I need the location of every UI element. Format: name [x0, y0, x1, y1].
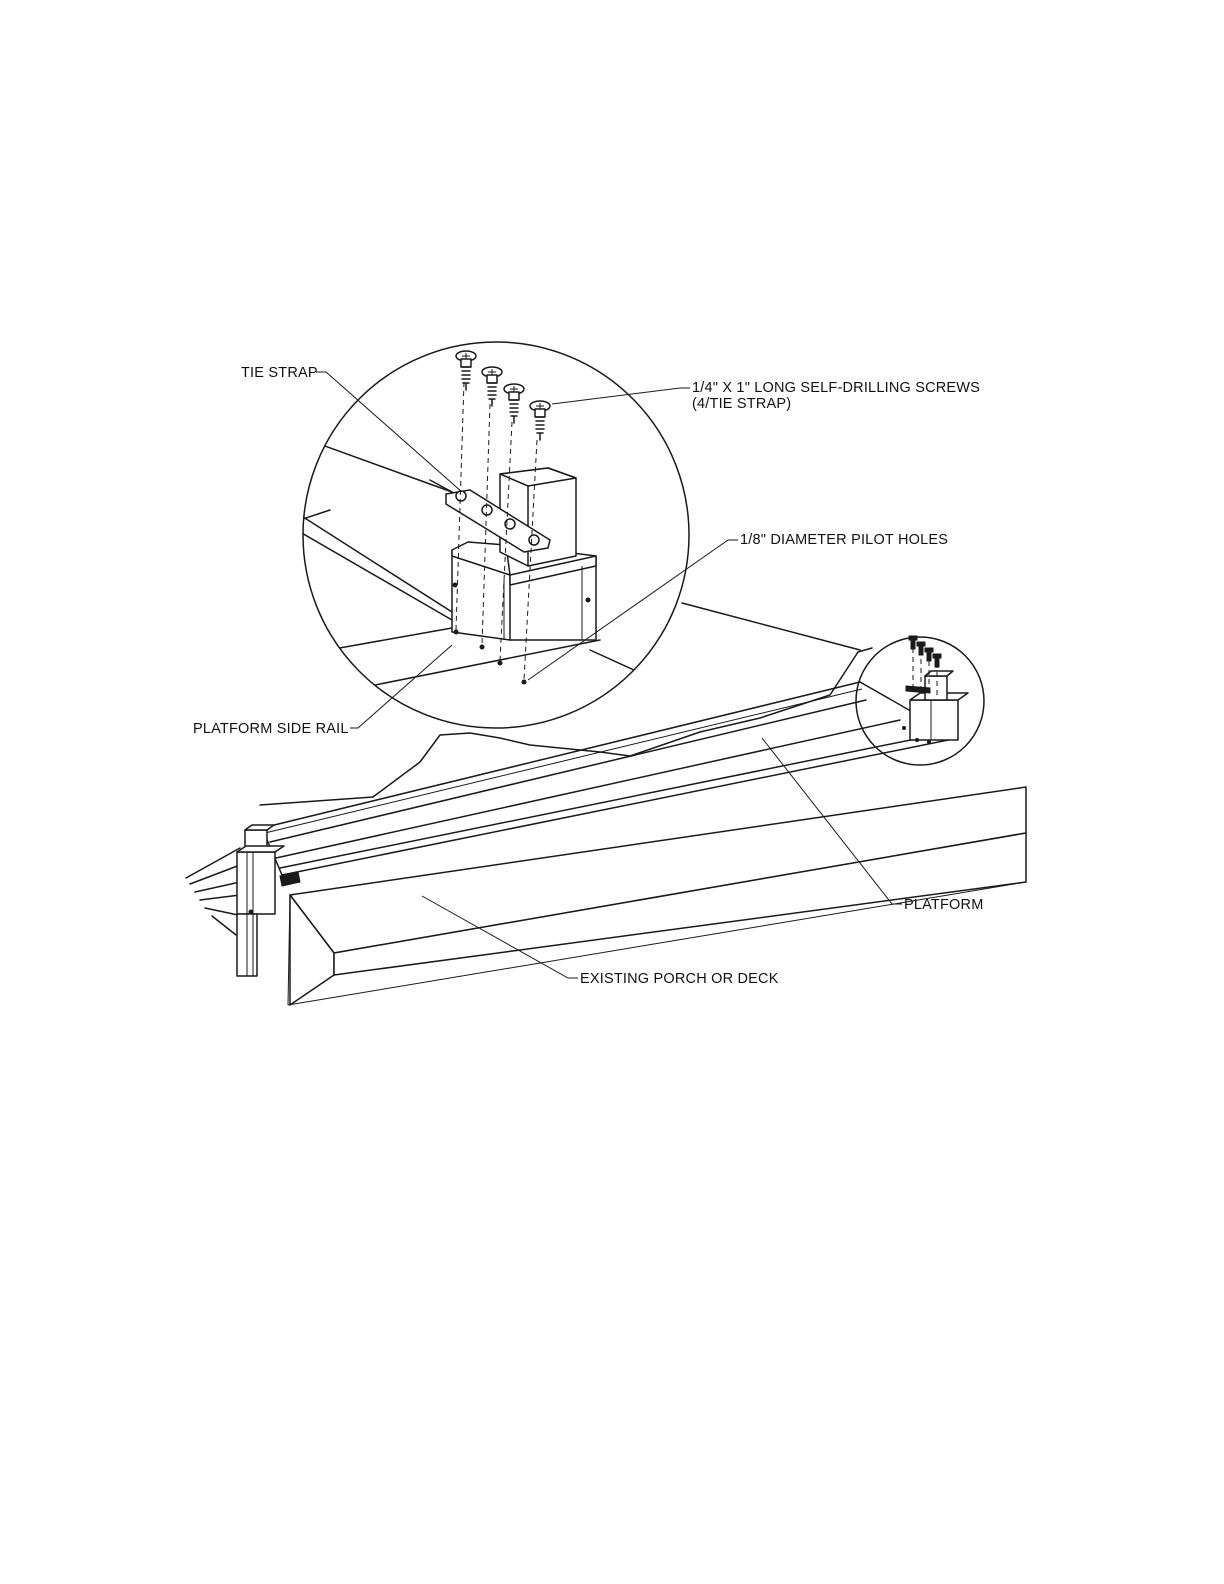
screws-quantity-label: (4/TIE STRAP) [692, 396, 791, 412]
tie-strap-label: TIE STRAP [241, 365, 318, 381]
platform-side-rail-label: PLATFORM SIDE RAIL [193, 721, 349, 737]
pilot-holes-label: 1/8" DIAMETER PILOT HOLES [740, 532, 948, 548]
platform-label: PLATFORM [904, 897, 983, 913]
existing-porch-label: EXISTING PORCH OR DECK [580, 971, 779, 987]
screws-label: 1/4" X 1" LONG SELF-DRILLING SCREWS [692, 380, 980, 396]
screw-icon [909, 636, 941, 667]
enlarged-detail [300, 342, 700, 728]
left-side-rail [186, 848, 240, 935]
